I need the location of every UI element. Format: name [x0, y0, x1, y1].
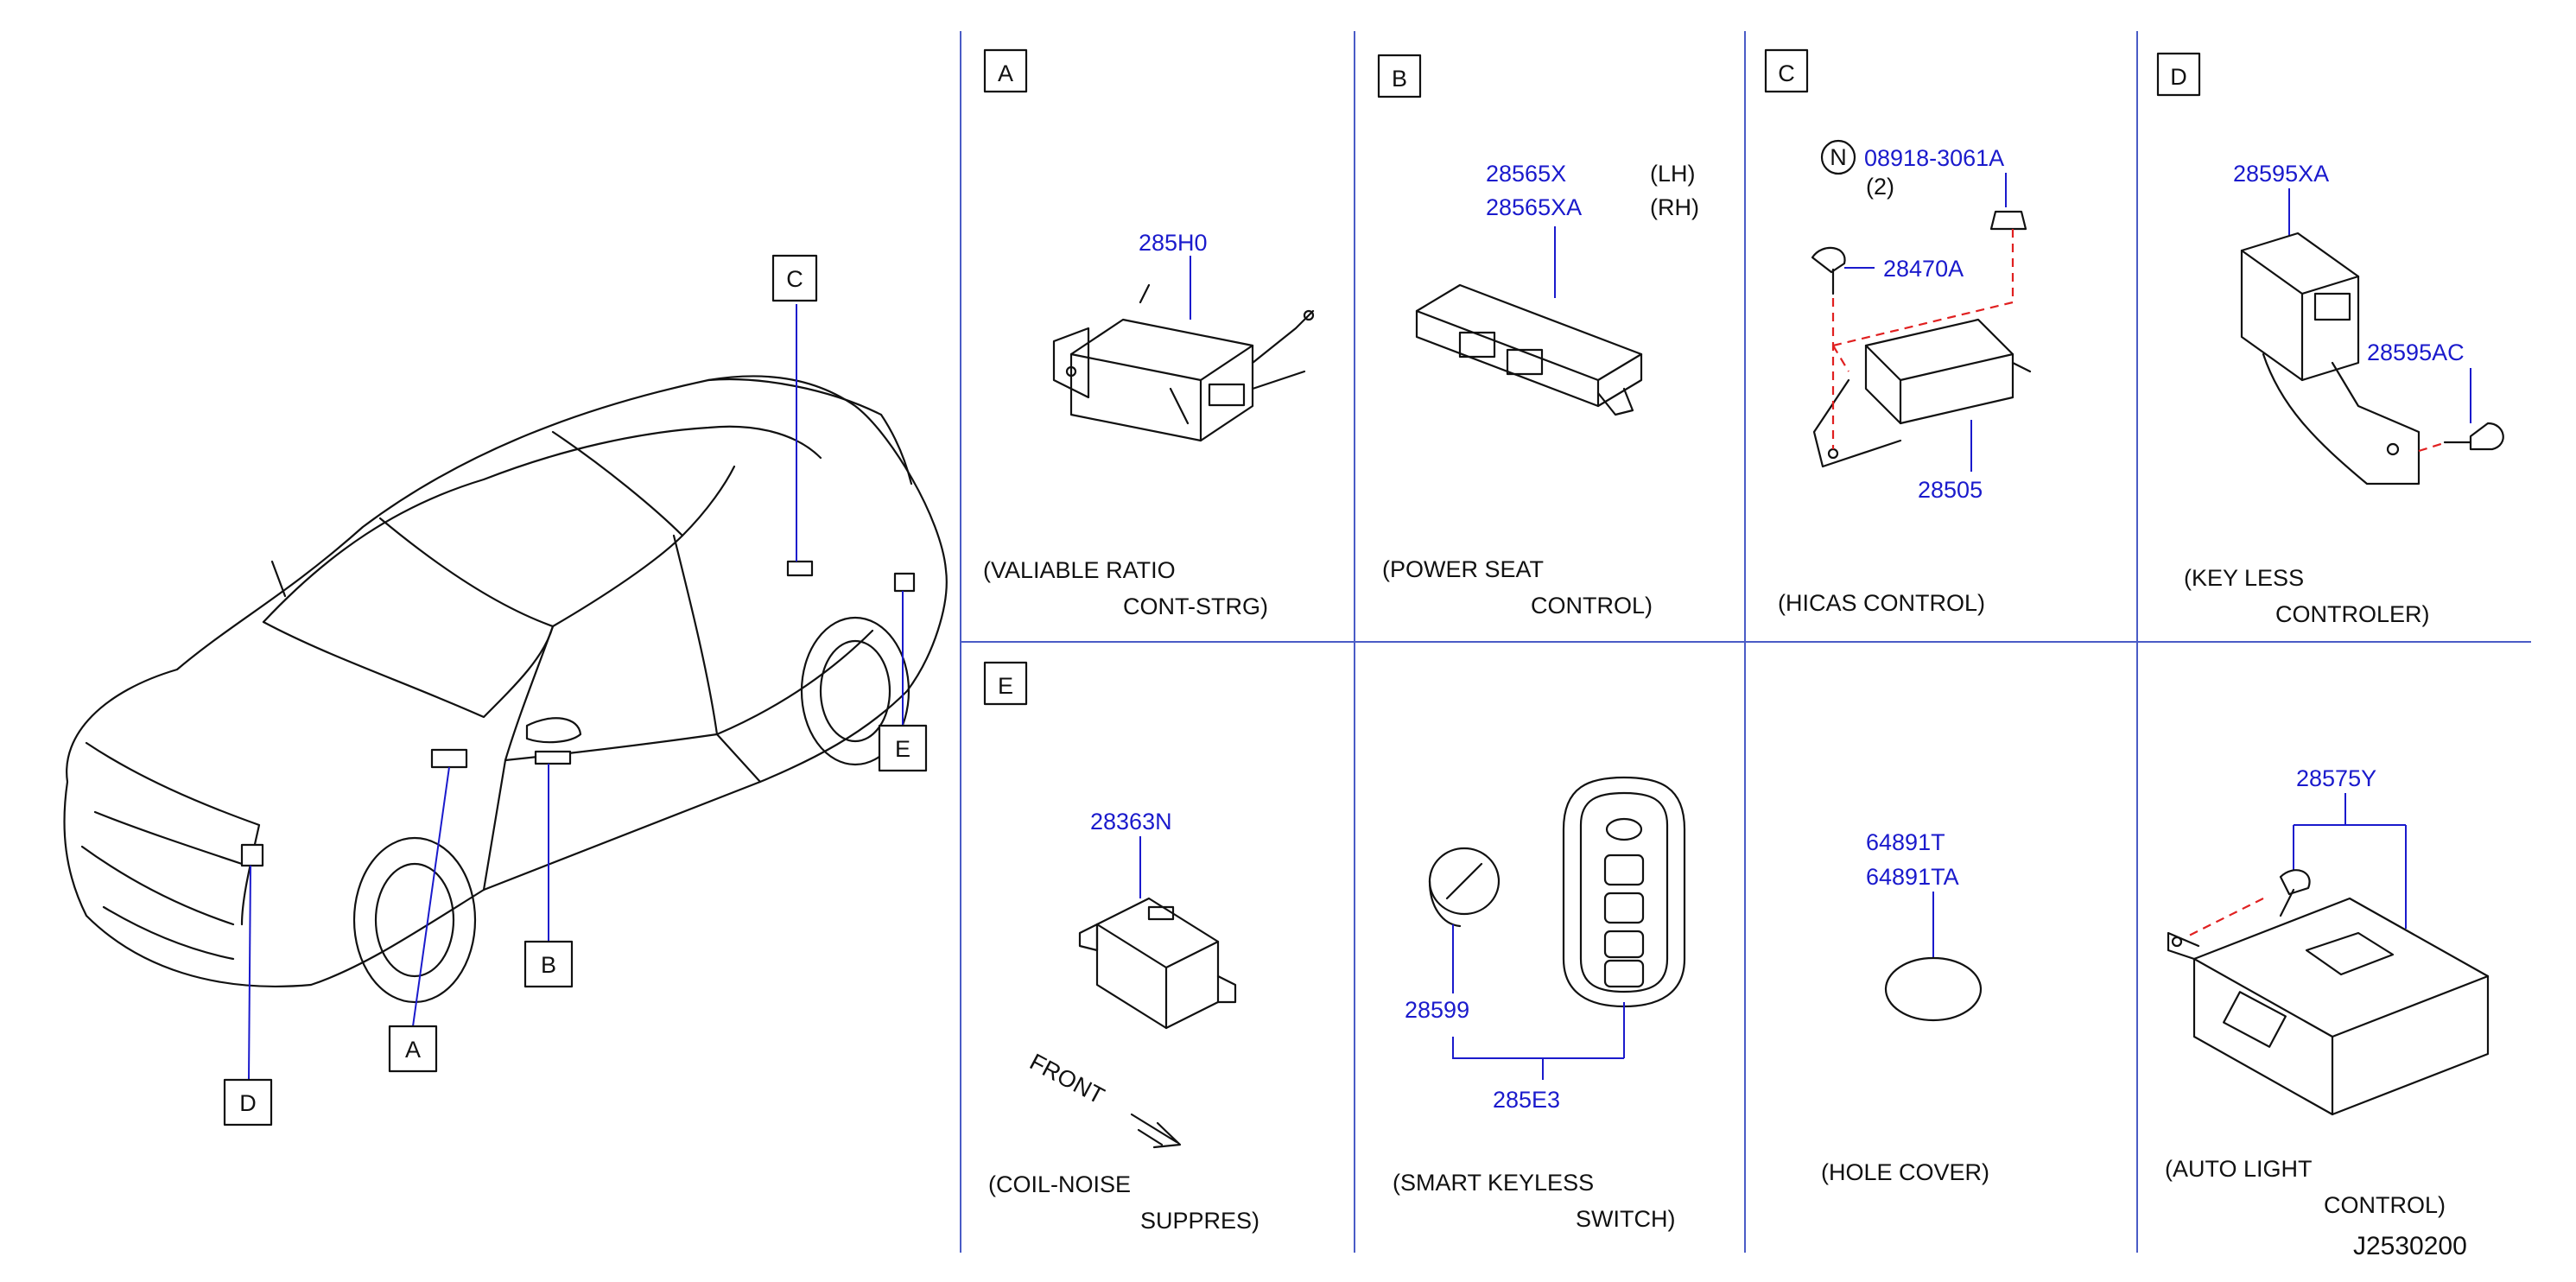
panel-b-letter-box: [1377, 54, 1422, 98]
panel-hole-cover-caption: (HOLE COVER): [1821, 1159, 1989, 1185]
part-number-28595xa: 28595XA: [2233, 161, 2329, 187]
part-number-08918-3061a: 08918-3061A: [1864, 145, 2004, 171]
car-icon: [63, 375, 948, 1004]
panel-b-caption-line1: (POWER SEAT: [1382, 556, 1544, 582]
smart-key-icon: [1562, 776, 1686, 1008]
panel-a-caption-line2: CONT-STRG): [1123, 593, 1268, 619]
car-callout-d: D: [223, 1078, 273, 1127]
panel-d-caption-line1: (KEY LESS: [2184, 565, 2304, 591]
panel-a-letter-box: [983, 48, 1028, 93]
front-label: FRONT: [1025, 1049, 1108, 1109]
panel-d-caption-line2: CONTROLER): [2275, 601, 2430, 627]
part-number-285e3: 285E3: [1493, 1087, 1560, 1113]
panel-e-letter-box: [983, 661, 1028, 706]
panel-auto-light: 28575Y (AUTO LIGHT CONTROL): [2165, 765, 2490, 1218]
panel-auto-light-caption-line2: CONTROL): [2324, 1192, 2446, 1218]
keyless-controller-icon: [2240, 232, 2504, 486]
part-number-28363n: 28363N: [1090, 809, 1172, 835]
part-number-28565x: 28565X: [1486, 161, 1566, 187]
panel-e-caption-line1: (COIL-NOISE: [988, 1171, 1131, 1197]
panel-b: B 28565X (LH) 28565XA (RH) (POWER SEAT C…: [1377, 54, 1699, 619]
car-component-a: [430, 748, 468, 769]
car-callout-c: C: [771, 254, 818, 302]
panel-c-letter-box: [1764, 48, 1809, 93]
panel-a-caption-line1: (VALIABLE RATIO: [983, 557, 1176, 583]
panel-d: D 28595XA 28595AC (KEY LESS CONTROLER): [2156, 52, 2504, 627]
part-number-285h0: 285H0: [1139, 230, 1208, 256]
side-rh: (RH): [1650, 194, 1699, 220]
side-lh: (LH): [1650, 161, 1696, 187]
panel-b-letter: B: [1392, 66, 1407, 92]
car-callout-b: B: [523, 940, 574, 988]
noise-suppressor-icon: [1078, 897, 1237, 1030]
car-callout-e: E: [878, 724, 928, 772]
part-number-28470a: 28470A: [1883, 256, 1964, 282]
light-controller-icon: [2167, 869, 2490, 1116]
panel-a: A 285H0 (VALIABLE RATIO CONT-STRG): [983, 48, 1315, 619]
car-component-e: [893, 572, 916, 593]
panel-e: E 28363N FRONT (COIL-NOISE SUPPRES): [983, 661, 1259, 1234]
panel-smart-keyless-caption-line1: (SMART KEYLESS: [1393, 1170, 1594, 1196]
seat-controller-icon: [1415, 283, 1643, 416]
panel-c: C N 08918-3061A (2) 28470A 28505 (HICAS …: [1764, 48, 2032, 616]
svg-text:A: A: [405, 1037, 421, 1063]
car-component-d: [240, 843, 264, 867]
panel-a-letter: A: [998, 60, 1013, 86]
panel-c-caption: (HICAS CONTROL): [1778, 590, 1985, 616]
part-number-28599: 28599: [1405, 997, 1469, 1023]
panel-b-caption-line2: CONTROL): [1531, 593, 1653, 619]
hole-cover-icon: [1884, 956, 1983, 1022]
panel-e-letter: E: [998, 673, 1013, 699]
front-arrow-icon: [1130, 1113, 1182, 1149]
part-number-28505: 28505: [1918, 477, 1983, 503]
car-callout-a: A: [388, 1025, 438, 1073]
panel-hole-cover: 64891T 64891TA (HOLE COVER): [1821, 829, 1989, 1185]
panel-d-letter: D: [2170, 64, 2187, 90]
car-component-c: [786, 560, 814, 577]
panel-d-letter-box: [2156, 52, 2201, 97]
part-number-64891t: 64891T: [1866, 829, 1945, 855]
svg-text:B: B: [541, 952, 556, 978]
panel-grid: [960, 31, 2531, 1253]
car-callout-leaders: [248, 304, 904, 1081]
part-number-28575y: 28575Y: [2296, 765, 2376, 791]
part-number-64891ta: 64891TA: [1866, 864, 1959, 890]
nut-quantity: (2): [1866, 174, 1894, 200]
svg-text:E: E: [895, 736, 910, 762]
part-number-28565xa: 28565XA: [1486, 194, 1582, 220]
steering-controller-icon: [1052, 283, 1315, 442]
svg-text:D: D: [239, 1090, 257, 1116]
car-component-b: [534, 750, 572, 765]
coin-battery-icon: [1428, 847, 1501, 928]
panel-smart-keyless: 28599 285E3 (SMART KEYLESS SWITCH): [1393, 776, 1686, 1232]
panel-auto-light-caption-line1: (AUTO LIGHT: [2165, 1156, 2313, 1182]
nut-symbol: N: [1830, 144, 1847, 170]
panel-e-caption-line2: SUPPRES): [1140, 1208, 1259, 1234]
panel-smart-keyless-caption-line2: SWITCH): [1576, 1206, 1675, 1232]
hicas-controller-icon: [1811, 210, 2032, 468]
part-number-28595ac: 28595AC: [2367, 340, 2465, 365]
svg-text:C: C: [786, 266, 803, 292]
diagram-code: J2530200: [2353, 1232, 2467, 1260]
panel-c-letter: C: [1778, 60, 1795, 86]
